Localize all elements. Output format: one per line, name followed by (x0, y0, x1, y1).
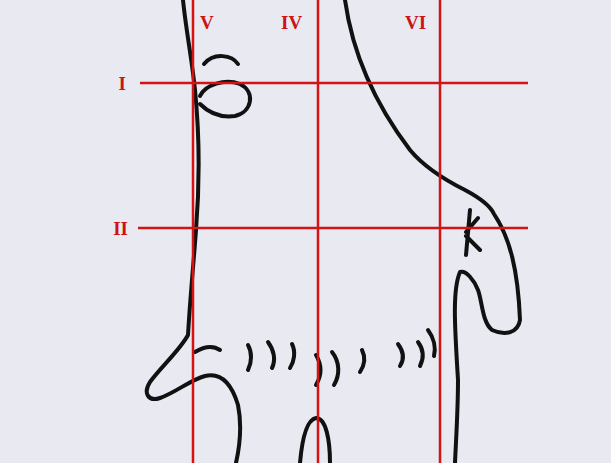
grid-lines (138, 0, 528, 463)
zone-label: VI (405, 13, 426, 32)
grid-line (317, 0, 320, 463)
grid-line (138, 227, 528, 230)
grid-line (192, 0, 195, 463)
zone-label: II (113, 219, 128, 238)
hand-outline (147, 0, 520, 463)
grid-line (439, 0, 442, 463)
grid-line (140, 82, 528, 85)
zone-label: I (119, 74, 126, 93)
zone-label: IV (281, 13, 302, 32)
zone-label: V (200, 13, 214, 32)
